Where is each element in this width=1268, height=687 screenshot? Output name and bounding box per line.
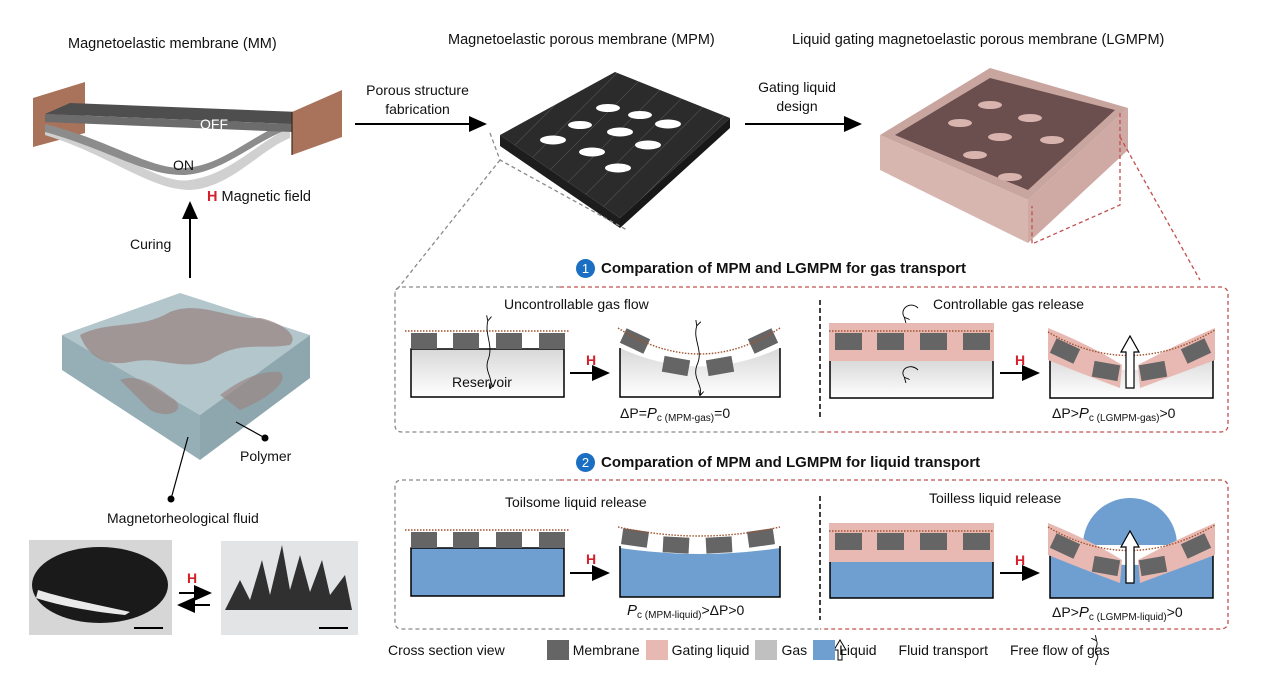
s1-lgmpm-on xyxy=(1047,328,1216,399)
lgmpm-illustration xyxy=(880,68,1128,243)
mr-fluid-photo-off xyxy=(29,540,172,635)
legend-item-gating-liquid: Gating liquid xyxy=(645,640,749,660)
liquid-swatch-icon xyxy=(813,640,836,660)
mpm-illustration xyxy=(500,72,730,228)
s2-left-field: H xyxy=(586,551,597,567)
lgmpm-callout-line xyxy=(1119,136,1201,281)
photo-field-symbol: H xyxy=(187,570,198,586)
legend-item-liquid: Liquid xyxy=(813,640,877,660)
beam-on-shadow xyxy=(45,125,290,190)
s2-right-formula: ΔP>Pc (LGMPM-liquid)>0 xyxy=(1052,604,1183,623)
legend-free-flow-icon xyxy=(1095,640,1099,666)
title-mm: Magnetoelastic membrane (MM) xyxy=(68,36,277,52)
right-clamp xyxy=(292,90,342,155)
legend-fluid-transport-icon xyxy=(833,639,847,661)
title-mpm: Magnetoelastic porous membrane (MPM) xyxy=(448,32,715,48)
s2-mpm-off xyxy=(405,529,570,597)
reservoir-label: Reservoir xyxy=(452,374,512,390)
s1-right-caption: Controllable gas release xyxy=(933,296,1084,312)
mpm-callout-line xyxy=(394,159,501,293)
s1-left-formula: ΔP=Pc (MPM-gas)=0 xyxy=(620,405,731,424)
membrane-swatch-icon xyxy=(546,640,569,660)
s1-right-field: H xyxy=(1015,352,1026,368)
polymer-label: Polymer xyxy=(240,448,292,464)
s2-right-caption: Toilless liquid release xyxy=(929,490,1062,506)
mr-fluid-label: Magnetorheological fluid xyxy=(107,510,259,526)
s2-lgmpm-on xyxy=(1047,498,1216,599)
s1-left-field: H xyxy=(586,352,597,368)
gating-liquid-swatch-icon xyxy=(645,640,668,660)
state-off-label: OFF xyxy=(200,116,228,132)
s1-mpm-on xyxy=(617,325,781,398)
s1-left-caption: Uncontrollable gas flow xyxy=(504,296,649,312)
field-symbol: H xyxy=(207,189,218,205)
state-on-label: ON xyxy=(173,157,194,173)
legend-item-gas: Gas xyxy=(755,640,807,660)
released-liquid-droplet xyxy=(1083,498,1177,545)
s2-mpm-on xyxy=(617,526,781,598)
s1-lgmpm-off xyxy=(829,304,994,399)
legend: Cross section view Membrane Gating liqui… xyxy=(388,640,1116,660)
legend-title: Cross section view xyxy=(388,642,505,658)
beam-on xyxy=(45,120,292,176)
s2-left-caption: Toilsome liquid release xyxy=(505,494,647,510)
s2-left-formula: Pc (MPM-liquid)>ΔP>0 xyxy=(627,602,745,621)
composite-illustration xyxy=(62,293,310,460)
section1-number-badge: 1 xyxy=(576,259,595,278)
section1-title: 1 Comparation of MPM and LGMPM for gas t… xyxy=(576,259,966,278)
section2-number-badge: 2 xyxy=(576,453,595,472)
mm-illustration xyxy=(33,82,342,190)
fluid-transport-arrow xyxy=(1119,334,1141,389)
gas-swatch-icon xyxy=(755,640,778,660)
legend-item-fluid-transport: Fluid transport xyxy=(898,642,988,658)
s2-right-field: H xyxy=(1015,552,1026,568)
s1-right-formula: ΔP>Pc (LGMPM-gas)>0 xyxy=(1052,405,1176,424)
magnetic-field-label: H Magnetic field xyxy=(207,189,311,205)
title-lgmpm: Liquid gating magnetoelastic porous memb… xyxy=(792,32,1165,48)
section2-title: 2 Comparation of MPM and LGMPM for liqui… xyxy=(576,453,980,472)
s1-mpm-off xyxy=(405,320,570,398)
legend-item-membrane: Membrane xyxy=(546,640,640,660)
field-text: Magnetic field xyxy=(221,189,311,205)
beam-off-top xyxy=(45,103,300,124)
legend-item-free-flow: Free flow of gas xyxy=(1010,642,1110,658)
s2-lgmpm-off xyxy=(829,523,994,599)
mr-fluid-photo-on xyxy=(221,541,358,635)
curing-label: Curing xyxy=(130,236,172,252)
beam-off-side xyxy=(45,114,292,132)
